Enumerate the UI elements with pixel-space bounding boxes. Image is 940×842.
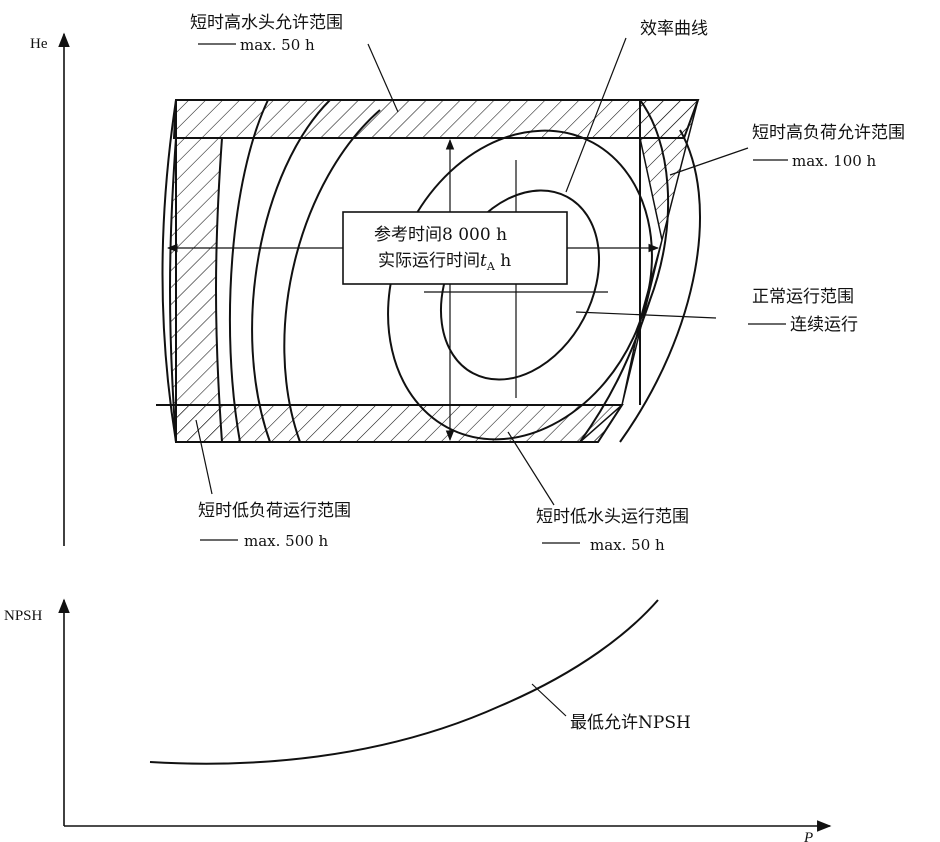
normal-range-sub: 连续运行 — [790, 315, 858, 335]
npsh-axis-label: NPSH — [4, 608, 43, 624]
actual-time-text: 实际运行时间tA h — [378, 251, 511, 273]
efficiency-curves — [228, 99, 701, 443]
min-npsh-curve — [149, 599, 659, 765]
efficiency-curves-label: 效率曲线 — [640, 19, 708, 39]
low-head-title: 短时低水头运行范围 — [536, 507, 689, 527]
high-head-title: 短时高水头允许范围 — [190, 13, 343, 33]
low-head-limit: max. 50 h — [590, 536, 665, 554]
min-npsh-label: 最低允许NPSH — [570, 713, 691, 733]
normal-range-title: 正常运行范围 — [752, 287, 854, 307]
reference-time-box — [342, 211, 568, 285]
reference-time-text: 参考时间8 000 h — [374, 225, 507, 245]
low-load-title: 短时低负荷运行范围 — [198, 501, 351, 521]
p-axis-label: P — [803, 830, 813, 842]
low-load-limit: max. 500 h — [244, 532, 329, 550]
he-axis-label: He — [30, 36, 48, 52]
high-head-limit: max. 50 h — [240, 36, 315, 54]
high-head-band — [172, 99, 700, 139]
low-load-band — [169, 137, 224, 443]
high-load-title: 短时高负荷允许范围 — [752, 123, 905, 143]
high-load-limit: max. 100 h — [792, 152, 877, 170]
